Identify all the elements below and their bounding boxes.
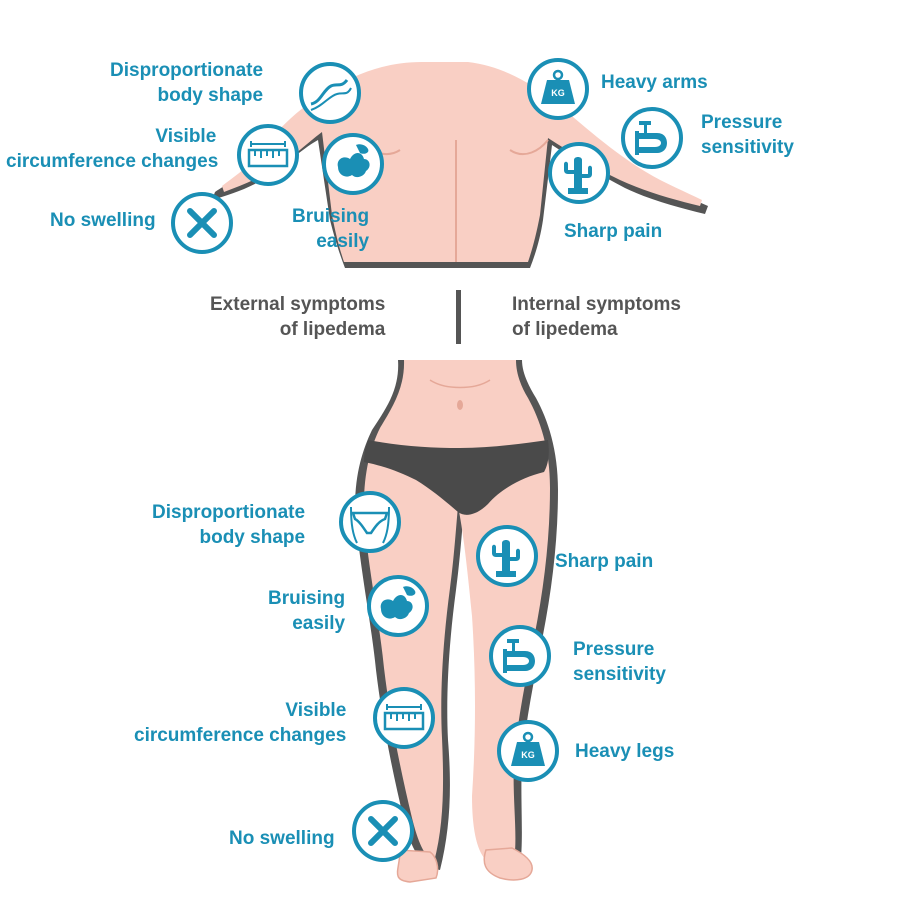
upper-pressure-label: Pressure sensitivity xyxy=(701,112,794,158)
lower-pressure-icon xyxy=(489,625,551,687)
lower-circumference-icon xyxy=(373,687,435,749)
cross-icon xyxy=(368,816,398,846)
upper-pain-label: Sharp pain xyxy=(564,221,663,242)
upper-pressure-icon xyxy=(621,107,683,169)
svg-text:KG: KG xyxy=(521,750,535,760)
cactus-icon xyxy=(564,157,592,194)
underwear-icon xyxy=(350,506,390,544)
upper-no-swelling-label: No swelling xyxy=(50,210,156,231)
bruise-icon xyxy=(337,144,370,178)
svg-text:KG: KG xyxy=(551,88,565,98)
upper-disproportionate-icon xyxy=(299,62,361,124)
weight-icon: KG xyxy=(511,731,545,766)
tape-measure-icon xyxy=(247,141,289,168)
lower-no-swelling-label: No swelling xyxy=(229,828,335,849)
upper-disproportionate-label: Disproportionate body shape xyxy=(110,60,264,106)
cactus-icon xyxy=(492,540,520,577)
weight-icon: KG xyxy=(541,69,575,104)
cross-icon xyxy=(187,208,217,238)
upper-circumference-label: Visible circumference changes xyxy=(6,126,219,172)
lower-heavy-label: Heavy legs xyxy=(575,741,675,762)
tape-measure-icon xyxy=(383,704,425,731)
bruise-icon xyxy=(380,586,416,620)
internal-symptoms-heading: Internal symptoms of lipedema xyxy=(512,294,681,340)
lower-circumference-label: Visible circumference changes xyxy=(134,700,347,746)
lower-no-swelling-icon xyxy=(352,800,414,862)
upper-pain-icon xyxy=(548,142,610,204)
upper-no-swelling-icon xyxy=(171,192,233,254)
lower-heavy-icon: KG xyxy=(497,720,559,782)
lower-disproportionate-label: Disproportionate body shape xyxy=(152,502,306,548)
clamp-icon xyxy=(635,121,667,155)
lower-bruising-label: Bruising easily xyxy=(268,588,346,634)
lower-bruising-icon xyxy=(367,575,429,637)
curve-icon xyxy=(310,79,352,111)
upper-bruising-icon xyxy=(322,133,384,195)
clamp-icon xyxy=(503,639,535,673)
upper-bruising-label: Bruising easily xyxy=(292,206,370,252)
upper-heavy-label: Heavy arms xyxy=(601,72,708,93)
lower-pain-label: Sharp pain xyxy=(555,551,654,572)
upper-heavy-icon: KG xyxy=(527,58,589,120)
lower-disproportionate-icon xyxy=(339,491,401,553)
lower-pressure-label: Pressure sensitivity xyxy=(573,639,666,685)
lower-pain-icon xyxy=(476,525,538,587)
upper-circumference-icon xyxy=(237,124,299,186)
center-divider xyxy=(456,290,461,344)
external-symptoms-heading: External symptoms of lipedema xyxy=(210,294,386,340)
